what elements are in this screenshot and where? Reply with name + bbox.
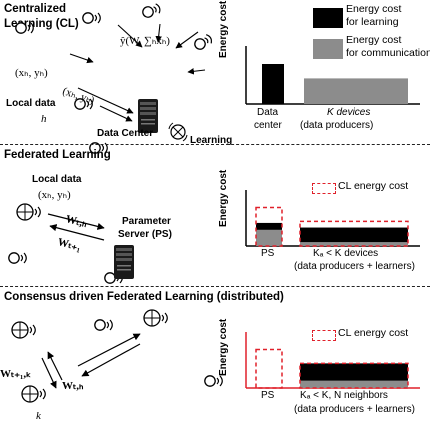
learning-label: Learning: [190, 135, 233, 146]
chart1-tick-0-line1: Data: [257, 107, 279, 118]
chart2-bar-1-communication: [300, 242, 408, 246]
cl-h-label: h: [41, 113, 47, 125]
cfl-arrow-down: [81, 343, 141, 377]
chart1-tick-1-line1: K devices: [327, 107, 371, 118]
cl-arrow-1: [117, 24, 143, 48]
chart3-bar-0-cl-cost-outline: [255, 348, 283, 389]
chart3-ylabel: Energy cost: [218, 318, 229, 376]
fl-downlink-arrow: [49, 224, 105, 241]
legend-learning-line2: for learning: [346, 16, 399, 28]
ps-label-line2: Server (PS): [118, 229, 172, 240]
fl-title: Federated Learning: [4, 149, 111, 161]
fl-device-left-small: [8, 252, 27, 264]
cfl-w-t1-k: Wₜ₊₁,ₖ: [0, 368, 31, 380]
legend-communication-line2: for communication: [346, 47, 430, 59]
cl-arrow-2: [155, 23, 162, 43]
cl-arrow-6: [77, 87, 134, 114]
cfl-title: Consensus driven Federated Learning (dis…: [4, 291, 284, 303]
cl-local-data-label: Local data: [6, 98, 56, 109]
cl-arrow-7: [99, 105, 133, 122]
chart2-bar-0-cl-cost-outline: [255, 206, 283, 247]
chart1-bar-1-communication: [304, 78, 408, 104]
cl-title-line1: Centralized: [4, 3, 66, 15]
chart3-bar-1-communication: [300, 380, 408, 388]
chart2-bar-1-cl-cost-outline: [299, 220, 409, 247]
fl-local-data-label: Local data: [32, 174, 82, 185]
cl-arrow-5: [187, 68, 206, 75]
cl-device-1: [15, 22, 34, 34]
cl-arrow-3: [175, 31, 199, 49]
legend-learning-swatch: [313, 8, 343, 28]
chart2-tick-0: PS: [261, 248, 275, 259]
cfl-device-k: [21, 385, 46, 403]
legend-cl-cost-swatch-cfl: [312, 330, 336, 341]
section-divider-2: [0, 286, 430, 287]
cfl-arrow-up: [77, 333, 141, 367]
chart2-bar-0-communication: [256, 229, 282, 246]
chart2-subcaption: (data producers + learners): [294, 261, 415, 272]
learning-gear-icon: [168, 122, 188, 142]
fl-device-learner: [16, 203, 41, 221]
cfl-w-t-h: Wₜ,ₕ: [62, 380, 84, 392]
cfl-device-top: [143, 309, 168, 327]
cfl-device-left: [11, 321, 36, 339]
cfl-k-label: k: [36, 410, 41, 422]
cfl-device-right-small: [204, 375, 223, 387]
legend-cl-cost-fl: CL energy cost: [338, 180, 409, 192]
cl-model-label: ŷ(W, ∑ₕxₕ): [120, 35, 170, 47]
chart2-ylabel: Energy cost: [218, 169, 229, 227]
cfl-device-mid-small: [94, 319, 113, 331]
chart1-tick-1-line2: (data producers): [300, 120, 374, 131]
parameter-server-icon: [114, 245, 134, 279]
cl-device-3: [140, 2, 162, 20]
fl-uplink-arrow: [47, 213, 105, 230]
chart2-bar-1-learning: [300, 227, 408, 243]
legend-cl-cost-cfl: CL energy cost: [338, 327, 409, 339]
chart1-tick-0-line2: center: [254, 120, 282, 131]
cfl-arrow-k-up: [47, 351, 63, 381]
cl-device-2: [82, 12, 101, 24]
chart2-tick-1: Kₐ < K devices: [313, 248, 379, 259]
legend-communication-swatch: [313, 39, 343, 59]
ps-label-line1: Parameter: [122, 216, 171, 227]
cfl-arrow-k-down: [41, 357, 57, 389]
legend-learning-line1: Energy cost: [346, 3, 402, 15]
chart3-bar-1-learning: [300, 363, 408, 381]
data-center-label: Data Center: [97, 128, 154, 139]
legend-communication-line1: Energy cost: [346, 34, 402, 46]
legend-cl-cost-swatch-fl: [312, 183, 336, 194]
fl-local-data-pair: (xₕ, yₕ): [38, 189, 71, 201]
chart3-tick-1: Kₐ < K, N neighbors: [300, 390, 388, 401]
chart1-bar-0-learning: [262, 64, 284, 104]
chart1-ylabel: Energy cost: [218, 0, 229, 58]
chart3-subcaption: (data producers + learners): [294, 404, 415, 415]
cl-arrow-4: [69, 53, 94, 64]
chart2-bar-0-learning: [256, 222, 282, 230]
chart3-bar-1-cl-cost-outline: [299, 362, 409, 389]
cl-local-data-pair: (xₕ, yₕ): [15, 67, 48, 79]
cl-device-4: [192, 32, 214, 52]
section-divider-1: [0, 144, 430, 145]
chart3-tick-0: PS: [261, 390, 275, 401]
